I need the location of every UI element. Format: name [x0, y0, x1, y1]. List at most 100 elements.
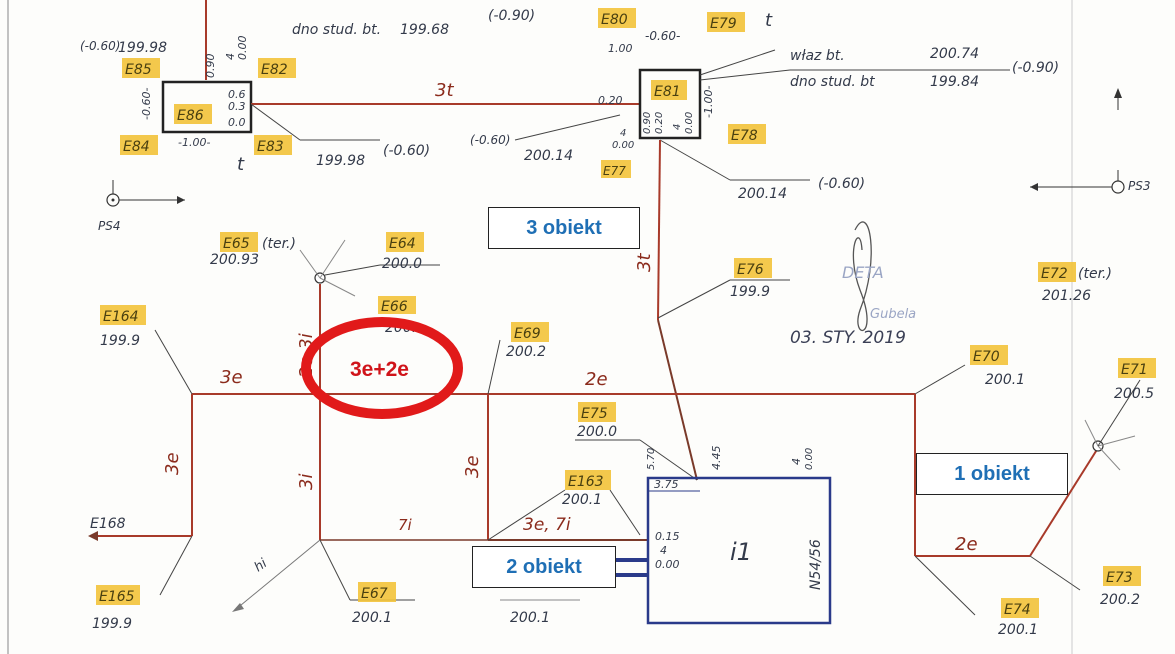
- left-val: 200.14: [524, 148, 573, 164]
- hl-e82: [258, 58, 296, 78]
- code-e163: E163: [568, 474, 604, 490]
- bottom-mid-val: 200.1: [510, 610, 550, 626]
- lamp-e71-ray-2: [1097, 445, 1121, 471]
- e70-val: 200.1: [985, 372, 1025, 388]
- dim-000-right: 0.00: [804, 448, 815, 470]
- code-e69: E69: [514, 326, 541, 342]
- label-ps3: PS3: [1128, 179, 1151, 193]
- code-e83: E83: [257, 139, 284, 155]
- right-top-l2: dno stud. bt: [790, 74, 875, 90]
- hl-e86: [174, 104, 212, 124]
- hl-e64: [386, 232, 424, 252]
- leader-e76: [657, 279, 731, 319]
- e74-val: 200.1: [998, 622, 1038, 638]
- e164-val: 199.9: [100, 333, 140, 349]
- e72-ter: (ter.): [1078, 266, 1112, 282]
- leader-e71: [1097, 379, 1141, 447]
- e65-ter: (ter.): [262, 236, 296, 252]
- well-e86: [161, 80, 253, 134]
- label-hi: hi: [252, 556, 271, 575]
- ps4-arrowhead: [177, 196, 185, 204]
- code-e77: E77: [603, 164, 626, 178]
- leader-e165: [159, 535, 193, 596]
- code-highlights: [96, 8, 1156, 618]
- pipe-3t-vertical: [657, 139, 661, 321]
- code-e82: E82: [261, 62, 288, 78]
- e163-val: 200.1: [562, 492, 602, 508]
- w81-100: 1.00: [608, 42, 633, 55]
- e168-arrowhead: [88, 531, 98, 541]
- i1-375: 3.75: [654, 478, 679, 491]
- small-000: 0.00: [612, 140, 634, 151]
- ps3-arrowhead: [1030, 183, 1038, 191]
- top-left-dim: (-0.60): [80, 39, 120, 53]
- e64-val: 200.0: [382, 256, 422, 272]
- signature: [852, 221, 872, 332]
- leader-e83: [250, 103, 301, 141]
- ps3-marker: [1111, 180, 1125, 194]
- w86-a: 0.6: [228, 88, 246, 101]
- e67-val: 200.1: [352, 610, 392, 626]
- dim-4-000: 4: [790, 458, 803, 465]
- w86-f: 0.90: [204, 54, 217, 79]
- e76-val: 199.9: [730, 284, 770, 300]
- w81-top: -0.60-: [645, 29, 680, 43]
- code-e65: E65: [223, 236, 250, 252]
- pipe-label-2e-top: 2e: [585, 369, 608, 390]
- code-e164: E164: [103, 309, 139, 325]
- code-e72: E72: [1041, 266, 1068, 282]
- code-e67: E67: [361, 586, 388, 602]
- lamp-ray-3: [319, 277, 356, 297]
- pipe-label-2e-right: 2e: [955, 534, 978, 555]
- leader-right-top: [699, 49, 776, 76]
- hl-e165: [96, 585, 140, 605]
- arrow-hi: [234, 539, 321, 611]
- hl-e78: [728, 124, 766, 144]
- i1-code: N54/56: [808, 539, 824, 590]
- annotation-circle-label: 3e+2e: [350, 358, 409, 381]
- code-e71: E71: [1121, 362, 1148, 378]
- w81-side: -1.00-: [702, 86, 715, 118]
- label-t-left: t: [237, 154, 245, 175]
- hl-e74: [1001, 598, 1039, 618]
- pipe-label-3e-top: 3e: [220, 367, 243, 388]
- right-top-v1: 200.74: [930, 46, 979, 62]
- hl-e75: [578, 402, 616, 422]
- leader-e164: [154, 329, 193, 395]
- right-top-dim: (-0.90): [1012, 60, 1059, 76]
- code-e76: E76: [737, 262, 764, 278]
- annotation-circle: [301, 317, 463, 419]
- pipe-3t-to-i1: [657, 319, 698, 481]
- pipe-label-3e-mid: 3e: [462, 455, 483, 478]
- label-ps4: PS4: [98, 219, 121, 233]
- hl-e164: [100, 305, 146, 325]
- hl-e69: [511, 322, 549, 342]
- e69-val: 200.2: [506, 344, 546, 360]
- hl-e73: [1103, 566, 1141, 586]
- callout-obj1: 1 obiekt: [916, 453, 1068, 495]
- hl-e83: [254, 135, 292, 155]
- hl-e70: [970, 345, 1008, 365]
- hl-e67: [358, 582, 396, 602]
- lamp-ray-1: [299, 249, 321, 279]
- small-4: 4: [620, 128, 626, 139]
- code-e64: E64: [389, 236, 416, 252]
- code-e73: E73: [1106, 570, 1133, 586]
- pipe-label-3e-left: 3e: [162, 452, 183, 475]
- pipe-label-3e7i: 3e, 7i: [523, 515, 571, 535]
- code-e78: E78: [731, 128, 758, 144]
- leader-e74: [914, 555, 976, 616]
- i1-title: i1: [730, 538, 752, 566]
- e73-val: 200.2: [1100, 592, 1140, 608]
- i1-4: 4: [660, 544, 667, 557]
- lamp-e71-ray-1: [1097, 435, 1136, 447]
- label-t-right: t: [765, 10, 773, 31]
- dim-570: 5.70: [646, 448, 657, 470]
- leader-under81: [659, 139, 731, 181]
- hl-e163: [565, 470, 611, 490]
- e65-val: 200.93: [210, 252, 259, 268]
- w86-c: 0.0: [228, 116, 246, 129]
- top-mid-label: dno stud. bt.: [292, 22, 381, 38]
- code-e66: E66: [381, 299, 408, 315]
